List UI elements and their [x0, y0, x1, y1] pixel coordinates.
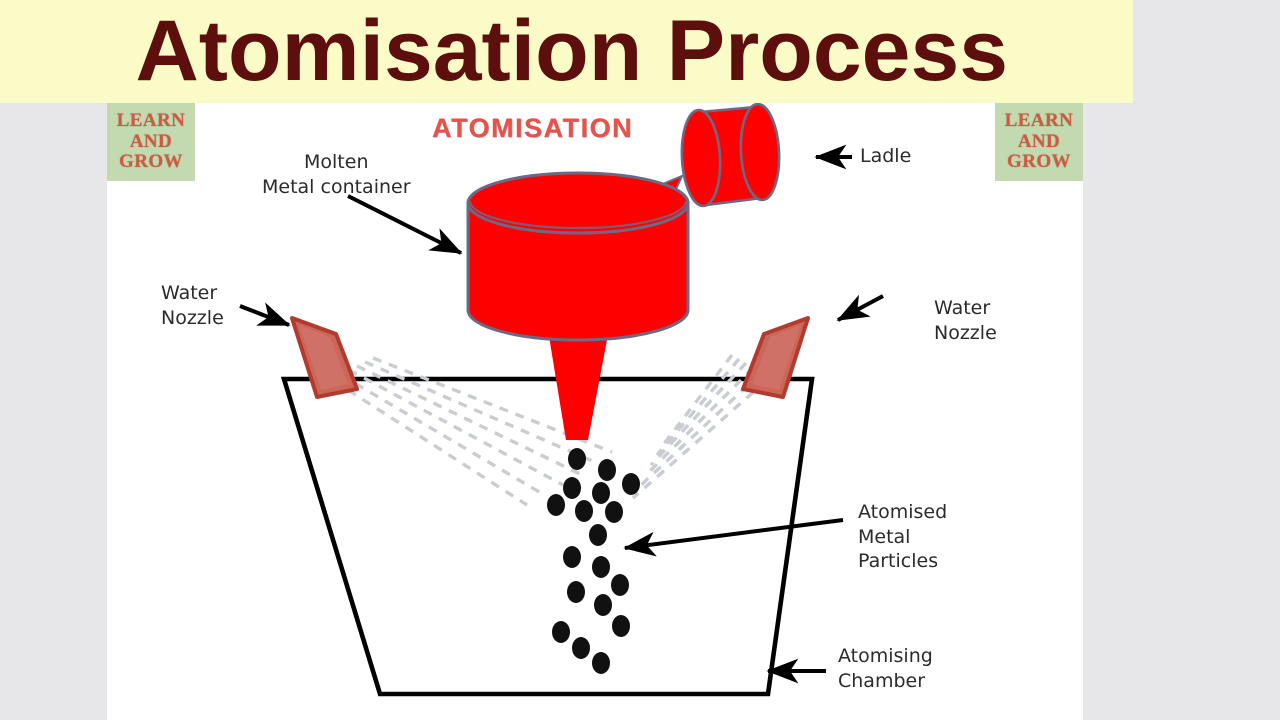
- brand-badge-left: LEARN AND GROW: [107, 103, 195, 181]
- title-banner: Atomisation Process: [0, 0, 1133, 103]
- brand-badge-line-3: GROW: [1007, 151, 1071, 173]
- brand-badge-line-1: LEARN: [116, 110, 186, 132]
- brand-badge-line-3: GROW: [119, 151, 183, 173]
- label-atomised-metal-particles: Atomised Metal Particles: [858, 501, 948, 573]
- label-water-nozzle-left: Water Nozzle: [161, 282, 224, 329]
- page-title: Atomisation Process: [135, 2, 1008, 99]
- brand-badge-line-2: AND: [1017, 130, 1061, 152]
- label-water-nozzle-right: Water Nozzle: [934, 297, 997, 344]
- diagram-heading: ATOMISATION: [432, 113, 633, 143]
- content-panel: [107, 103, 1083, 720]
- label-ladle: Ladle: [860, 145, 912, 167]
- label-atomising-chamber: Atomising Chamber: [838, 645, 933, 692]
- brand-badge-line-1: LEARN: [1004, 110, 1074, 132]
- brand-badge-right: LEARN AND GROW: [995, 103, 1083, 181]
- label-molten-metal-container: Molten Metal container: [262, 151, 411, 198]
- brand-badge-line-2: AND: [129, 130, 173, 152]
